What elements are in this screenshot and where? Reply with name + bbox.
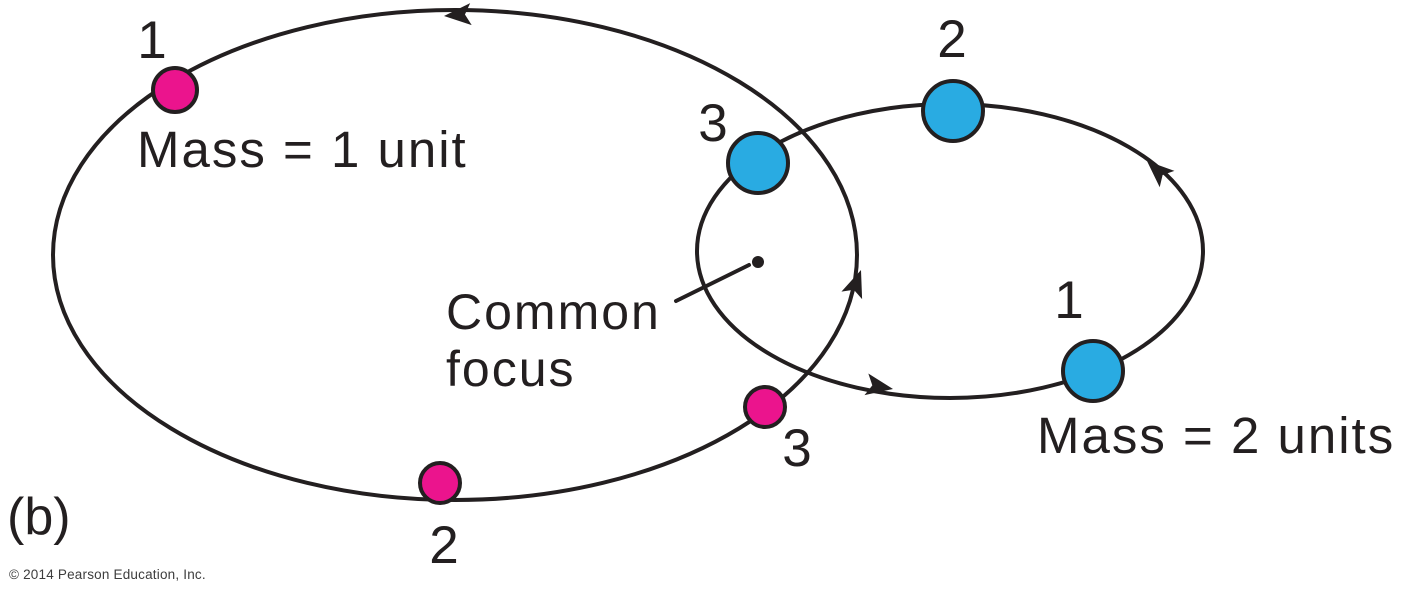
mass1-position-label-3: 3	[782, 419, 812, 478]
mass2-orbit-direction-arrow-bottom	[864, 373, 893, 396]
common-focus-annotation: Common focus	[446, 284, 661, 397]
mass2-position-label-2: 2	[937, 10, 967, 69]
mass2-position-label-1: 1	[1054, 271, 1084, 330]
copyright-notice: © 2014 Pearson Education, Inc.	[9, 567, 206, 582]
mass1-orbit-direction-arrow-right	[841, 270, 863, 300]
mass2-body-position-1	[1061, 339, 1125, 403]
common-focus-leader-line	[674, 263, 751, 303]
mass1-position-label-2: 2	[429, 516, 459, 575]
mass1-body-position-3	[743, 385, 787, 429]
mass2-caption: Mass = 2 units	[1037, 407, 1396, 464]
mass1-position-label-1: 1	[137, 11, 167, 70]
mass1-body-position-1	[151, 66, 199, 114]
mass1-caption: Mass = 1 unit	[137, 121, 468, 178]
common-focus-dot	[752, 256, 764, 268]
mass2-body-position-2	[921, 79, 985, 143]
mass2-position-label-3: 3	[698, 94, 728, 153]
panel-label: (b)	[7, 488, 71, 546]
mass1-body-position-2	[418, 461, 462, 505]
mass2-body-position-3	[726, 131, 790, 195]
mass1-orbit-path	[51, 8, 859, 502]
mass2-orbit-direction-arrow-top	[1147, 161, 1175, 188]
mass1-orbit-direction-arrow-top	[444, 3, 472, 26]
